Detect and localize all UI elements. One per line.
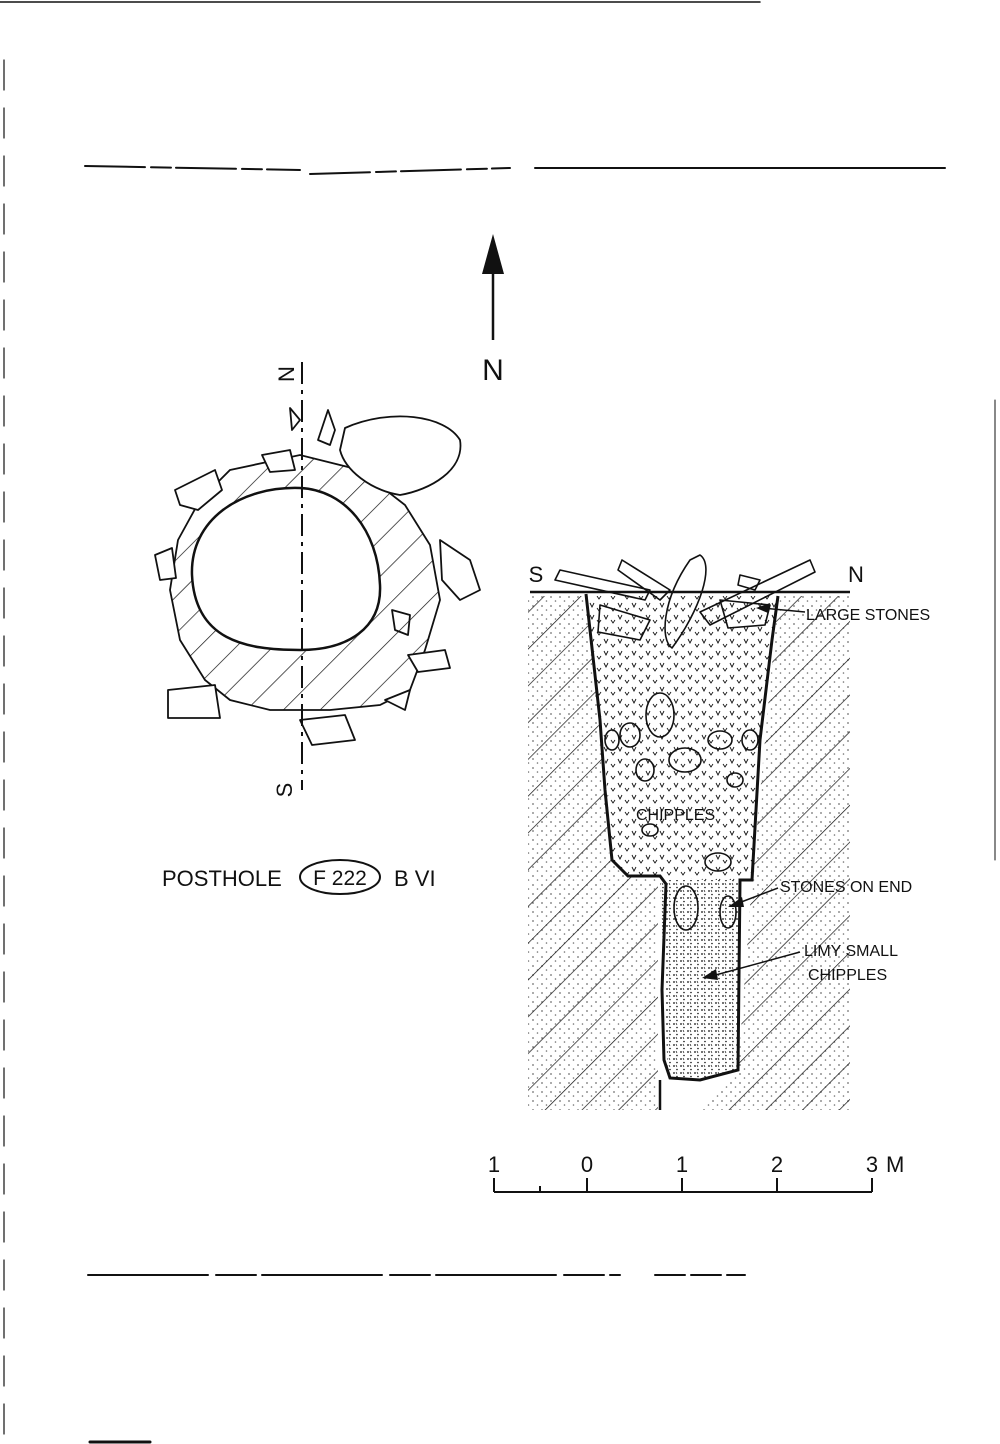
scale-tick-label: 1 — [488, 1152, 500, 1177]
plan-stones — [154, 407, 481, 746]
section-north-label: N — [848, 562, 864, 587]
post-void — [190, 486, 382, 652]
section-annotations: LARGE STONES CHIPPLES STONES ON END LIMY… — [636, 603, 930, 984]
plan-south-label: S — [272, 783, 297, 798]
scale-unit: M — [886, 1152, 904, 1177]
north-arrow-label: N — [482, 354, 504, 387]
label-large-stones: LARGE STONES — [806, 607, 930, 624]
section-view: S N — [528, 554, 930, 1110]
pit-outline — [584, 593, 780, 1082]
scale-bar: 1 0 1 2 3 M — [488, 1152, 904, 1193]
upper-fill — [588, 596, 778, 880]
plan-view: N S — [154, 362, 481, 798]
plan-north-label: N — [274, 366, 299, 382]
section-stones — [554, 554, 816, 931]
scale-tick-label: 1 — [676, 1152, 688, 1177]
caption-area: B VI — [394, 866, 436, 891]
scale-tick-label: 2 — [771, 1152, 783, 1177]
label-limy-line1: LIMY SMALL — [804, 943, 898, 960]
feature-id-oval — [299, 859, 381, 895]
section-south-label: S — [529, 562, 544, 587]
caption-posthole: POSTHOLE — [162, 866, 282, 891]
label-limy-line2: CHIPPLES — [808, 967, 887, 984]
caption: POSTHOLE F 222 B VI — [162, 859, 436, 895]
caption-feature-id: F 222 — [313, 867, 367, 890]
scale-tick-label: 3 — [866, 1152, 878, 1177]
label-stones-on-end: STONES ON END — [780, 879, 912, 896]
label-chipples: CHIPPLES — [636, 807, 715, 824]
lower-fill — [660, 880, 740, 1080]
scale-tick-label: 0 — [581, 1152, 593, 1177]
north-arrow: N — [482, 234, 504, 387]
